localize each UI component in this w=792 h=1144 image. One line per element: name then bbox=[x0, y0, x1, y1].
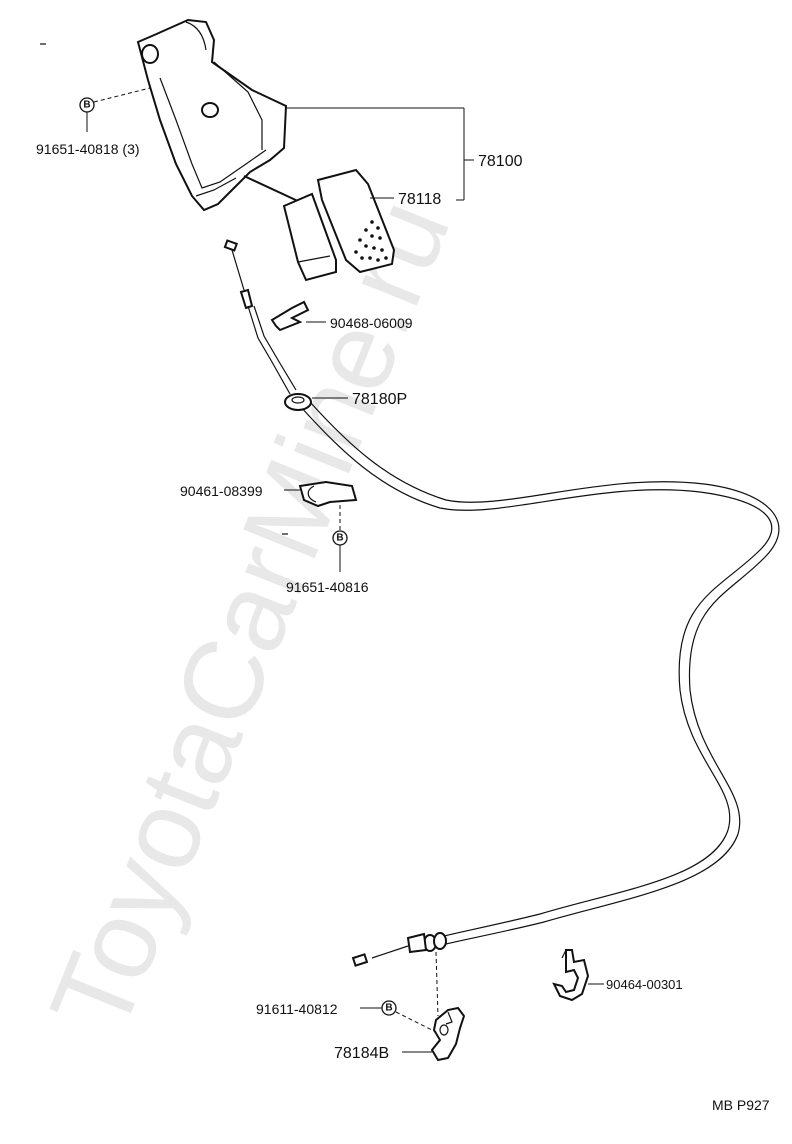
callout-pedal-pad: 78118 bbox=[398, 191, 441, 208]
bolt-marker-pedal-label: B bbox=[83, 100, 90, 111]
leader-bracket-axis bbox=[435, 951, 439, 1017]
cable-grommet bbox=[284, 393, 312, 411]
leader-bolt-pedal bbox=[93, 87, 151, 103]
cable-clip-upper bbox=[270, 300, 310, 332]
bolt-marker-bracket bbox=[381, 1000, 397, 1016]
callout-bolt-clamp: 91651-40816 bbox=[286, 579, 369, 595]
bolt-marker-clamp-label: B bbox=[336, 533, 343, 544]
callout-bolt-pedal: 91651-40818 (3) bbox=[36, 141, 140, 157]
callout-bolt-bracket: 91611-40812 bbox=[256, 1001, 338, 1017]
pedal-pad-left bbox=[282, 192, 337, 282]
cable-clamp bbox=[298, 480, 358, 508]
page-code: MB P927 bbox=[712, 1097, 770, 1113]
callout-grommet: 78180P bbox=[352, 391, 407, 408]
cable-clip-lower bbox=[552, 949, 590, 1002]
pedal-pad bbox=[316, 168, 396, 274]
callout-clip-upper: 90468-06009 bbox=[330, 315, 413, 331]
cable-bracket bbox=[430, 1006, 466, 1062]
callout-clip-lower: 90464-00301 bbox=[606, 977, 683, 992]
callout-pedal-assy: 78100 bbox=[478, 153, 523, 170]
callout-clamp: 90461-08399 bbox=[180, 483, 263, 499]
pedal-arm bbox=[243, 175, 301, 203]
callout-bracket: 78184B bbox=[334, 1045, 389, 1062]
bolt-marker-bracket-label: B bbox=[385, 1003, 392, 1014]
accelerator-cable bbox=[223, 239, 780, 967]
leader-bolt-bracket bbox=[395, 1011, 437, 1033]
accelerator-pedal-bracket bbox=[136, 18, 288, 212]
leader-pedal-assy bbox=[286, 107, 474, 201]
